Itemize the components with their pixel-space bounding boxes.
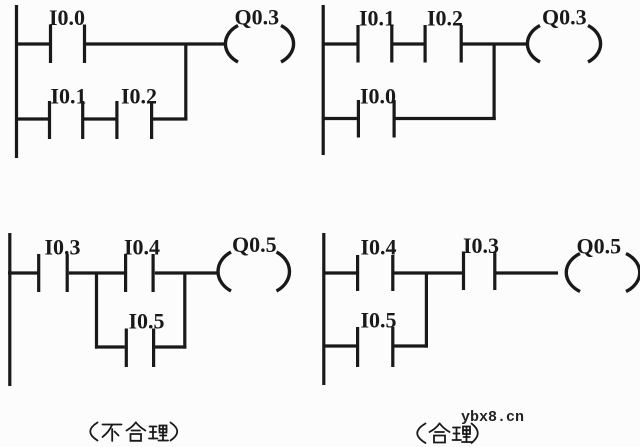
svg-text:ybx8.cn: ybx8.cn	[461, 409, 524, 426]
svg-text:I0.1: I0.1	[51, 84, 87, 109]
svg-text:I0.4: I0.4	[124, 235, 160, 260]
svg-text:Q0.3: Q0.3	[542, 5, 587, 30]
svg-text:I0.1: I0.1	[359, 6, 395, 31]
svg-text:I0.0: I0.0	[360, 84, 396, 109]
svg-text:I0.3: I0.3	[45, 235, 81, 260]
svg-text:I0.0: I0.0	[49, 5, 85, 30]
svg-text:I0.2: I0.2	[427, 6, 463, 31]
svg-text:I0.2: I0.2	[121, 84, 157, 109]
svg-text:I0.5: I0.5	[361, 308, 397, 333]
svg-text:Q0.5: Q0.5	[577, 234, 622, 259]
svg-text:Q0.5: Q0.5	[232, 232, 277, 257]
svg-text:Q0.3: Q0.3	[235, 5, 280, 30]
svg-text:I0.4: I0.4	[361, 235, 397, 260]
svg-text:I0.5: I0.5	[129, 309, 165, 334]
svg-text:I0.3: I0.3	[463, 233, 499, 258]
